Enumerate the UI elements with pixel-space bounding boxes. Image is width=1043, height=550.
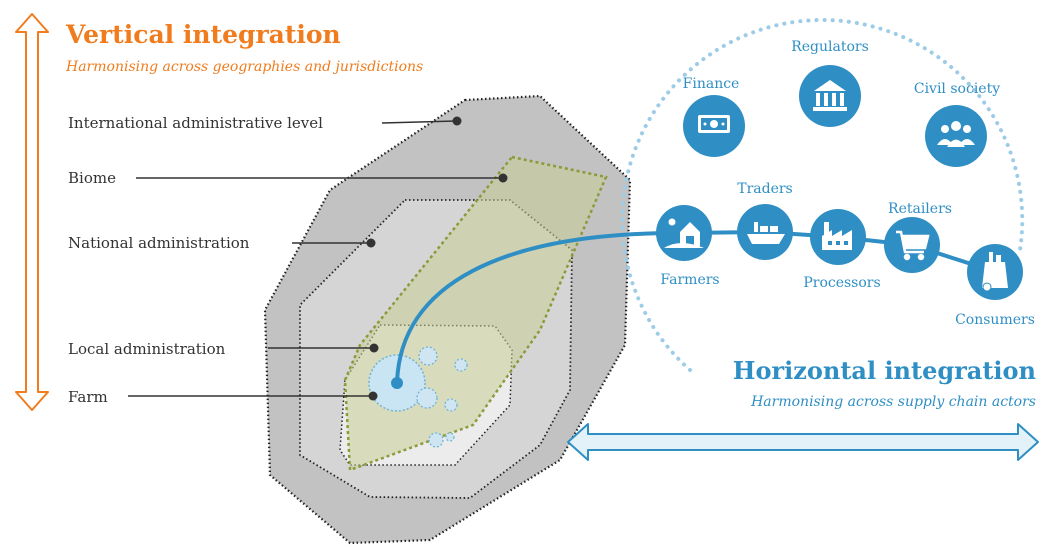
leader-dot-national [366,238,376,248]
retailers-label: Retailers [888,201,952,217]
regulators-label: Regulators [791,39,869,55]
leader-dot-local [369,343,379,353]
vertical-subtitle: Harmonising across geographies and juris… [65,59,423,75]
farmers-label: Farmers [660,272,719,288]
civil-society-label: Civil society [914,81,1000,97]
horizontal-subtitle: Harmonising across supply chain actors [750,394,1036,410]
level-label-biome: Biome [68,169,116,187]
vertical-title: Vertical integration [65,20,341,49]
leader-dot-biome [498,173,508,183]
shopping-cart-icon [896,230,930,261]
level-label-farm: Farm [68,388,108,406]
farm-to-farmers-curve [395,230,685,384]
leader-dot-farm [368,391,378,401]
banknote-icon [698,115,730,133]
vertical-double-arrow [15,13,49,411]
horizontal-double-arrow [567,423,1039,461]
level-label-international: International administrative level [68,114,323,132]
consumers-label: Consumers [955,312,1035,328]
civil-society-node [925,105,987,167]
farm-origin-dot [391,377,403,389]
government-building-icon [813,80,847,111]
people-group-icon [937,121,975,147]
cargo-ship-icon [747,222,785,244]
supply-chain-ring [620,18,1025,372]
farm-circle [445,432,455,442]
horizontal-title: Horizontal integration [733,356,1036,385]
farm-circle [418,346,438,366]
level-label-local: Local administration [68,340,226,358]
finance-label: Finance [683,76,740,92]
farm-circle [428,432,444,448]
grocery-bag-icon [982,252,1008,292]
barn-icon [664,218,704,248]
regulators-node [799,65,861,127]
traders-label: Traders [737,181,793,197]
processors-label: Processors [803,275,880,291]
farm-circle [416,387,438,409]
leader-dot-international [452,116,462,126]
farm-circle [454,358,468,372]
farm-circle [444,398,458,412]
level-label-national: National administration [68,234,250,252]
factory-icon [822,222,852,250]
leader-line-international [381,120,457,124]
